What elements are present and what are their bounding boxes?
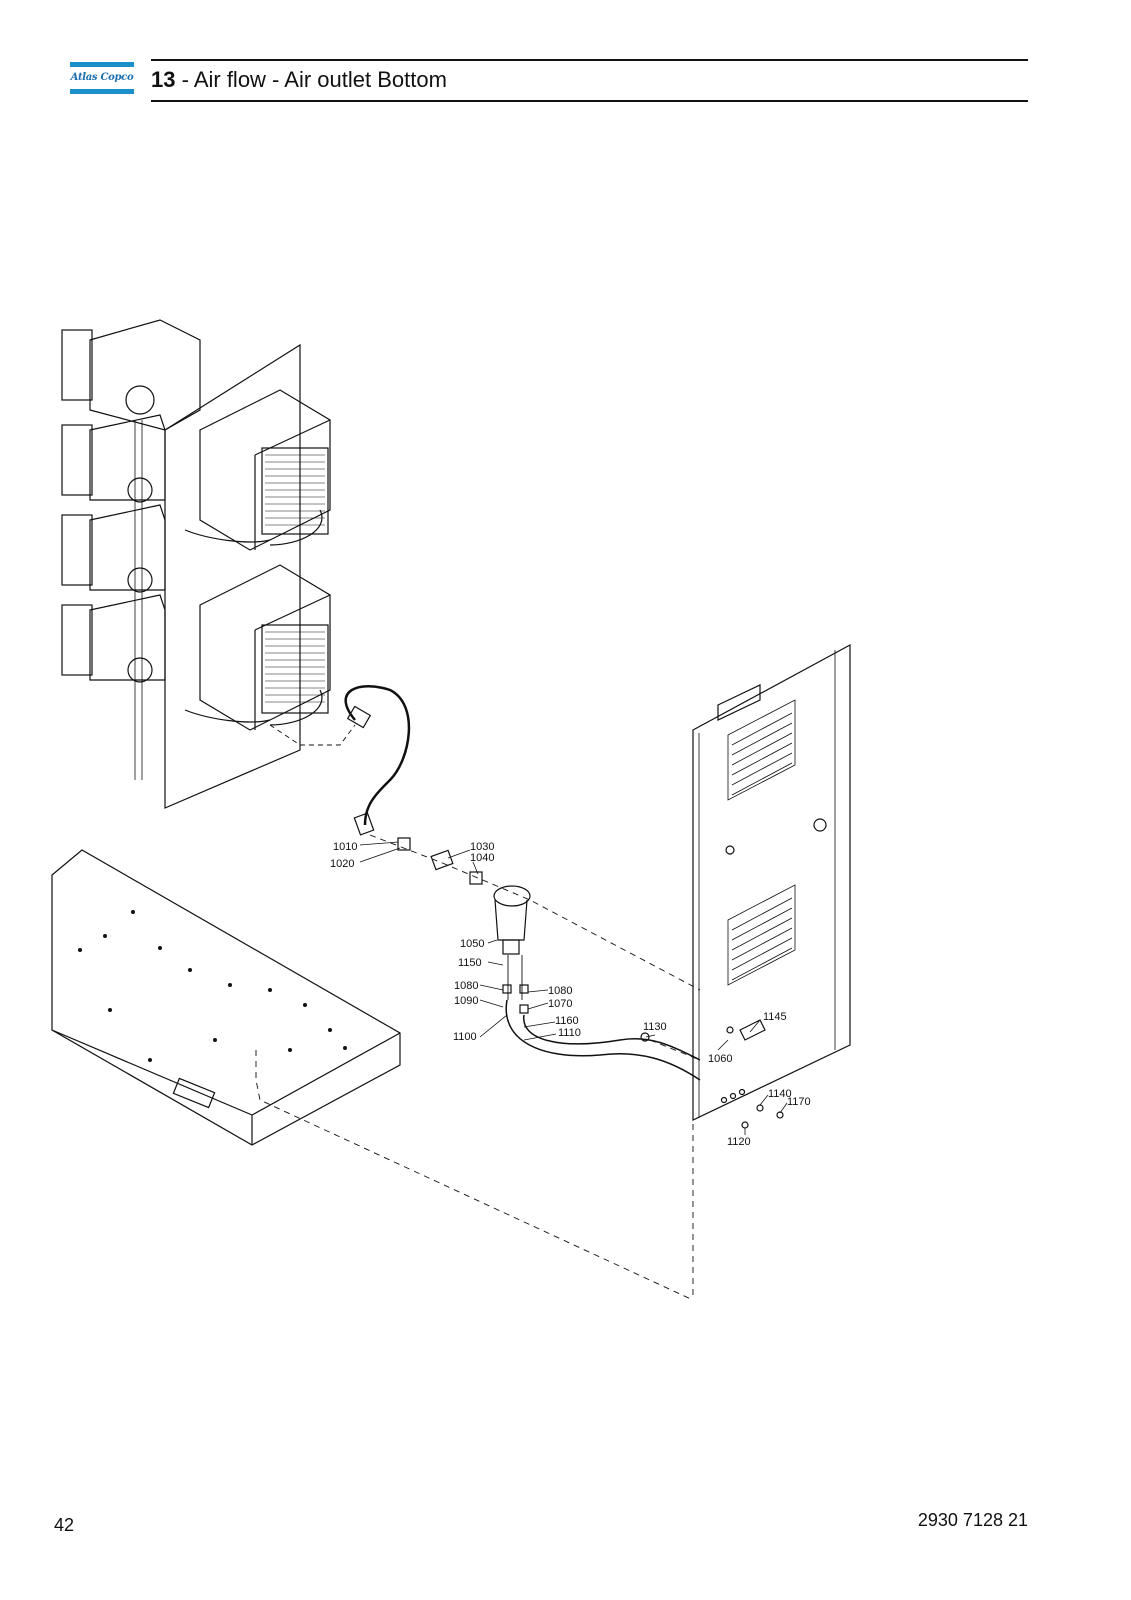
callout-1010: 1010	[333, 841, 357, 853]
base-holes	[78, 910, 347, 1062]
callout-1100: 1100	[453, 1031, 477, 1043]
callout-1140: 1140	[768, 1088, 792, 1100]
page-title: 13 - Air flow - Air outlet Bottom	[151, 64, 447, 96]
flexible-hose	[269, 685, 411, 836]
logo-bottom-stripe	[70, 89, 134, 94]
alignment-lines	[255, 834, 701, 1301]
filter-assembly	[397, 837, 701, 1081]
upper-cooler	[184, 389, 331, 551]
callout-1080-left: 1080	[454, 980, 478, 992]
callout-1110: 1110	[558, 1027, 581, 1039]
compressor-assembly	[61, 319, 301, 809]
lower-cooler	[184, 564, 331, 731]
section-number: 13	[151, 67, 176, 92]
callout-1050: 1050	[460, 938, 484, 950]
side-panel	[692, 643, 851, 1129]
callout-1150: 1150	[458, 957, 482, 969]
callout-1070: 1070	[548, 998, 572, 1010]
callout-1030: 1030	[470, 841, 494, 853]
logo-text: Atlas Copco	[70, 72, 134, 83]
logo-top-stripe	[70, 62, 134, 67]
callout-1040: 1040	[470, 852, 494, 864]
callout-1145: 1145	[763, 1011, 787, 1023]
callout-1020: 1020	[330, 858, 354, 870]
section-title: - Air flow - Air outlet Bottom	[175, 67, 447, 92]
upper-louvre	[727, 699, 796, 801]
base-frame	[51, 849, 401, 1146]
lower-louvre	[727, 884, 796, 986]
callout-1170: 1170	[787, 1096, 811, 1108]
document-number: 2930 7128 21	[917, 1510, 1028, 1530]
header-top-rule	[151, 59, 1028, 61]
callout-1060: 1060	[708, 1053, 732, 1065]
callout-1160: 1160	[555, 1015, 579, 1027]
callout-labels: 1010 1020 1030 1040 1050 1150 1080 1090 …	[330, 841, 811, 1148]
atlas-copco-logo: Atlas Copco	[70, 62, 134, 94]
callout-1080-right: 1080	[548, 985, 572, 997]
page-number: 42	[54, 1515, 75, 1535]
header-bottom-rule	[151, 100, 1028, 102]
leader-lines	[359, 841, 788, 1135]
callout-1120: 1120	[727, 1136, 751, 1148]
callout-1090: 1090	[454, 995, 478, 1007]
callout-1130: 1130	[643, 1021, 667, 1033]
